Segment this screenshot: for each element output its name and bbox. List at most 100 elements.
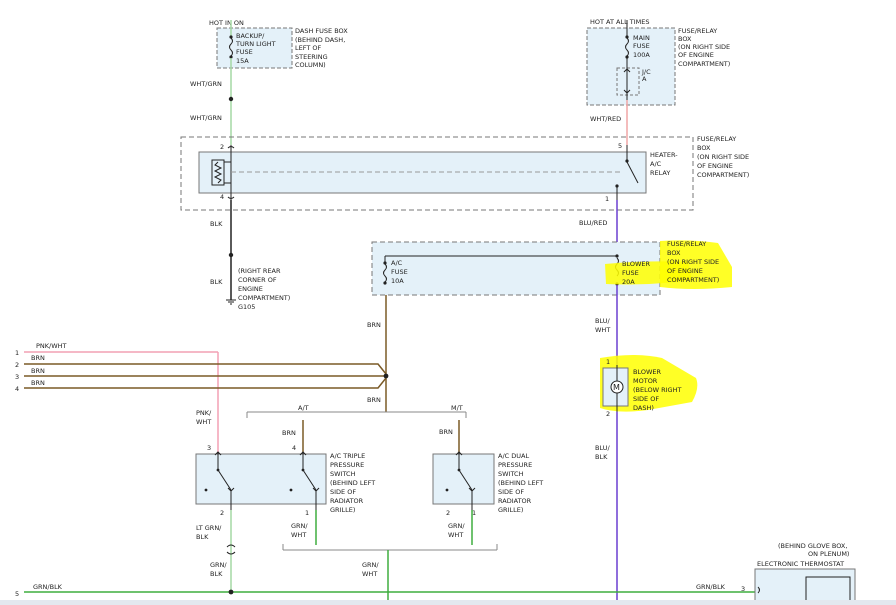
main-fuse-symbol [625,37,629,57]
dash-fuse-desc-5: COLUMN) [295,61,326,69]
backup-fuse-label-4: 15A [236,57,249,65]
pnk-wht-input-label: PNK/WHT [36,342,67,350]
grn-wht-label-mid-1: GRN/ [362,561,379,569]
at-label: A/T [298,404,309,412]
thermostat-pin-3: 3 [741,585,745,593]
blu-blk-label-1: BLU/ [595,444,611,452]
dual-desc-7: GRILLE) [498,506,523,514]
grn-blk-right-label: GRN/BLK [696,583,726,591]
relay-contact-arm [626,161,639,184]
fuse-node [625,55,629,59]
wht-grn-label-1: WHT/GRN [190,80,222,88]
highlight-fuse-box-desc [660,240,732,289]
thermostat-desc-2: ON PLENUM) [808,550,849,558]
jc-a-box [616,67,640,96]
backup-fuse-symbol [229,37,233,57]
input-pin-4: 4 [15,385,19,393]
jc-label-1: J/C [641,68,651,76]
triple-desc-6: RADIATOR [330,497,364,505]
ac-dual-pressure-switch [432,453,495,505]
brn-input-label-3: BRN [31,367,45,375]
relay-name-1: HEATER- [650,151,678,159]
ac-fuse-label-3: 10A [391,277,404,285]
grn-wht-label-2b: WHT [448,531,463,539]
ac-fuse-label-2: FUSE [391,268,408,276]
connector-symbol [757,586,760,594]
relay-box-group: 2 4 5 1 HEATER- A/C RELAY FUSE/RELAY BOX… [180,135,749,211]
dash-fuse-desc-2: (BEHIND DASH, [295,36,345,44]
relay-outer-box [180,136,694,211]
main-fuse-label-1: MAIN [633,34,650,42]
ground-desc-2: CORNER OF [238,276,277,284]
triple-pin-2: 2 [220,509,224,517]
relay-box-desc-1: FUSE/RELAY [697,135,736,143]
thermostat-desc-1: (BEHIND GLOVE BOX, [778,542,847,550]
ac-triple-pressure-switch [195,453,327,505]
contact-node [625,159,629,163]
left-inputs-group: 1 2 3 4 PNK/WHT BRN BRN BRN BRN BRN [15,295,389,452]
fuse-node [615,254,619,258]
ground-desc-3: ENGINE [238,285,263,293]
jc-label-2: A [642,75,647,83]
ground-desc-1: (RIGHT REAR [238,267,281,275]
dual-desc-1: A/C DUAL [498,452,529,460]
fuse-node [625,35,629,39]
triple-desc-3: SWITCH [330,470,356,478]
dual-pin-2: 2 [446,509,450,517]
connector-symbol [226,544,236,555]
top-fuse-box-desc-1: FUSE/RELAY [678,27,717,35]
splice-node [228,589,234,595]
blower-fuse-label-1: BLOWER [622,260,650,268]
backup-fuse-label-2: TURN LIGHT [235,40,276,48]
relay-name-2: A/C [650,160,662,168]
fuse-box-2-desc-1: FUSE/RELAY [667,240,706,248]
blu-wht-label-1: BLU/ [595,317,611,325]
relay-box-desc-2: BOX [697,144,711,152]
brn-label-upper: BRN [367,321,381,329]
fuse-node [229,35,233,39]
blower-desc-1: BLOWER [633,368,661,376]
bottom-group: GRN/ BLK GRN/ WHT 5 GRN/BLK GRN/BLK 3 (B… [0,542,896,605]
brn-at-label: BRN [282,429,296,437]
grn-blk-label-left-2: BLK [210,570,223,578]
blower-desc-5: DASH) [633,404,654,412]
brn-mt-label: BRN [439,428,453,436]
triple-desc-4: (BEHIND LEFT [330,479,375,487]
input-pin-2: 2 [15,361,19,369]
jc-arrows [623,68,631,94]
relay-pin-5: 5 [618,142,622,150]
mt-label: M/T [451,404,463,412]
splice-node [228,252,234,258]
brn-wire-4 [24,377,387,389]
blower-desc-4: SIDE OF [633,395,659,403]
fuse-node [229,55,233,59]
brn-input-label-4: BRN [31,379,45,387]
lt-grn-blk-label-2: BLK [196,533,209,541]
dual-pin-1: 1 [472,509,476,517]
splice-node [228,96,234,102]
blower-motor-group: BLU/ WHT 1 2 M BLOWER MOTOR (BELOW RIGHT… [595,285,698,605]
relay-coil-box [211,159,225,186]
dual-switch-arm [458,469,473,491]
hot-in-on-label: HOT IN ON [209,19,244,27]
ground-desc-5: G105 [238,303,255,311]
arrow [214,451,222,456]
relay-box-desc-3: (ON RIGHT SIDE [697,153,749,161]
fuse-box-2-group: BLU/RED A/C FUSE 10A BLOWER FUSE 20A FUS… [371,200,732,296]
triple-desc-7: GRILLE) [330,506,355,514]
top-fuse-box-desc-5: COMPARTMENT) [678,60,730,68]
fuse-box-2-desc-2: BOX [667,249,681,257]
ground-desc-4: COMPARTMENT) [238,294,290,302]
arrow [468,487,476,492]
blower-fuse-label-2: FUSE [622,269,639,277]
backup-fuse-label-3: FUSE [236,48,253,56]
dash-fuse-desc-1: DASH FUSE BOX [295,27,348,35]
relay-pin-2: 2 [220,143,224,151]
triple-switch-arm-b [302,469,317,491]
ac-fuse-label-1: A/C [391,259,403,267]
triple-switch-arm-a [217,469,232,491]
triple-desc-2: PRESSURE [330,461,364,469]
blower-pin-2: 2 [606,410,610,418]
ground-group: BLK BLK (RIGHT REAR CORNER OF ENGINE COM… [210,200,290,311]
switches-group: A/T M/T BRN BRN PNK/ WHT 3 4 2 1 A/C TRI… [195,404,543,605]
